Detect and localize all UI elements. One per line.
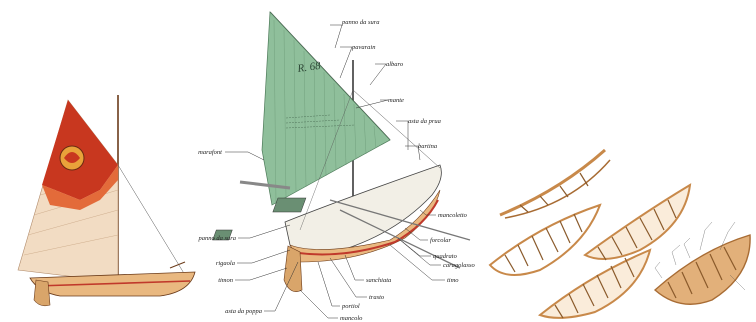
label-marafont: marafont (198, 149, 222, 156)
label-rigaola: rigaola (216, 260, 235, 267)
center-sailboat: R. 68 (197, 12, 475, 322)
label-mancolo: mancolo (340, 315, 363, 322)
label-trasto: trasto (369, 294, 385, 301)
label-quadrato: quadrato (433, 253, 458, 260)
label-portiol: portiol (341, 303, 360, 310)
label-sanchiata: sanchiata (366, 277, 391, 284)
frame-boat-3 (585, 185, 690, 260)
center-rudder (284, 246, 302, 292)
label-caragolesso: caragolasso (443, 262, 476, 269)
hull-frames-group (490, 150, 750, 318)
frame-boat-2 (490, 205, 600, 275)
center-hatch (273, 198, 306, 212)
frame-boat-5 (655, 222, 750, 304)
label-mante: mante (388, 97, 404, 104)
label-panno-da-sura-top: panno da sura (341, 19, 380, 26)
label-asta-da-prua: asta da prua (408, 118, 441, 125)
label-pavarain: pavarain (351, 44, 375, 51)
label-asta-da-poppa: asta da poppa (225, 308, 262, 315)
label-mancolette: mancoletto (438, 212, 468, 219)
label-timon: timon (218, 277, 233, 284)
label-panno-da-sura-bottom: panno da sura (197, 235, 236, 242)
label-timo: timo (447, 277, 459, 284)
center-sail-green (262, 12, 390, 205)
left-forestay (118, 165, 185, 275)
center-leader-lines (225, 25, 445, 318)
left-rudder (34, 280, 50, 306)
label-bartina: bartina (418, 143, 437, 150)
left-sailboat (18, 95, 195, 306)
label-forcolar: forcolar (430, 237, 452, 244)
label-albaro: albaro (386, 61, 404, 68)
